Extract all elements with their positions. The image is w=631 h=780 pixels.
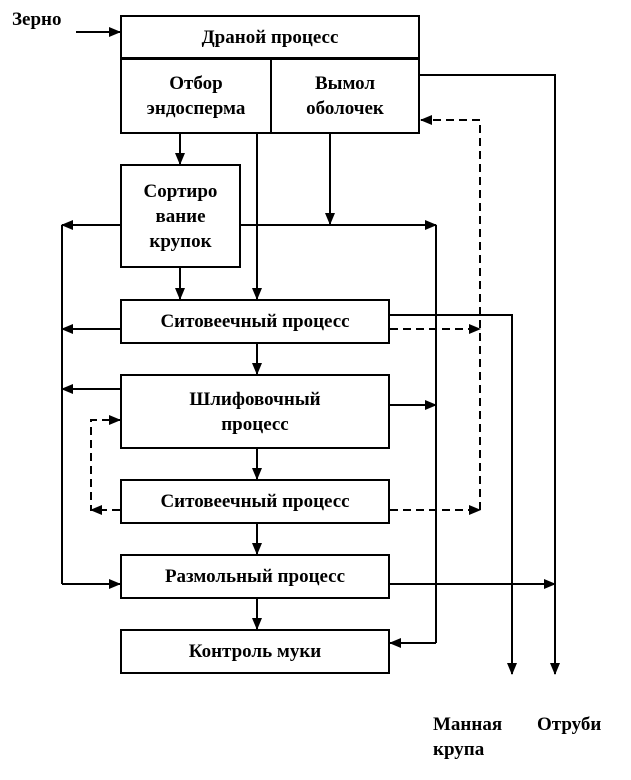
line-dranoy-to-otrubi	[420, 74, 560, 675]
node-endosperm-selection: Отбор эндосперма	[120, 58, 272, 134]
input-label-grain: Зерно	[12, 9, 62, 30]
node-sieving-process-2: Ситовеечный процесс	[120, 479, 390, 524]
node-bran-grinding: Вымол оболочек	[270, 58, 420, 134]
node-milling-process: Размольный процесс	[120, 554, 390, 599]
node-sieving-process-1: Ситовеечный процесс	[120, 299, 390, 344]
node-grinding-process: Шлифовочный процесс	[120, 374, 390, 449]
node-dranoy-process: Драной процесс	[120, 15, 420, 59]
output-label-semolina: Манная крупа	[433, 714, 503, 760]
dashed-sito2-to-vymol	[420, 115, 481, 510]
output-label-bran: Отруби	[537, 714, 602, 735]
dashed-sito2-left-loop	[90, 415, 121, 511]
node-flour-control: Контроль муки	[120, 629, 390, 674]
line-sito1-to-mannaya	[390, 314, 517, 675]
node-grits-sorting: Сортиро вание крупок	[120, 164, 241, 268]
